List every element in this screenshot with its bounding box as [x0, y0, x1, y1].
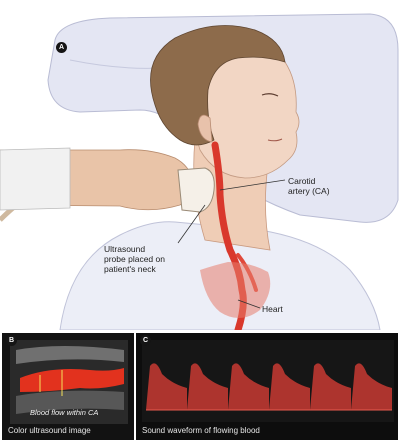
heart-label: Heart	[262, 304, 283, 314]
panel-c-badge: C	[140, 335, 151, 346]
ultrasound-probe	[178, 168, 214, 212]
panel-b-badge: B	[6, 335, 17, 346]
panel-b-inner-caption: Blood flow within CA	[30, 408, 98, 417]
ultrasound-probe-label: Ultrasound probe placed on patient's nec…	[104, 244, 165, 274]
panel-c-caption: Sound waveform of flowing blood	[142, 426, 260, 435]
panel-a-badge: A	[56, 42, 67, 53]
technician-sleeve	[0, 148, 70, 210]
carotid-artery-label: Carotid artery (CA)	[288, 176, 330, 196]
panel-b-caption: Color ultrasound image	[8, 426, 91, 435]
